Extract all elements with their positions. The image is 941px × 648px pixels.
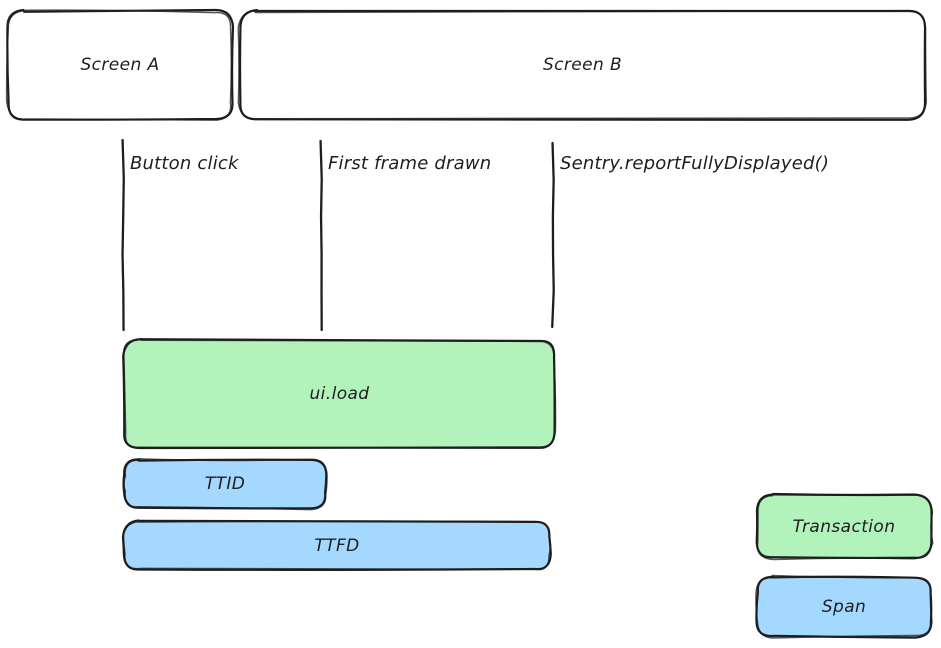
node-label: Transaction (792, 516, 896, 537)
bar-ui-load[interactable]: ui.load (122, 338, 557, 450)
node-label: TTID (204, 474, 246, 494)
node-label: Screen A (80, 55, 160, 75)
timeline-marker-report-fully-displayed[interactable] (549, 141, 559, 329)
node-label: TTFD (314, 535, 360, 556)
bar-ttid[interactable]: TTID (122, 458, 328, 511)
legend-item-span[interactable]: Span (755, 574, 933, 639)
timeline-marker-label: First frame drawn (328, 153, 492, 174)
node-label: ui.load (309, 384, 370, 404)
timeline-marker-button-click[interactable] (119, 138, 129, 332)
node-label: Screen B (542, 55, 623, 75)
timeline-marker-first-frame-drawn[interactable] (317, 139, 327, 332)
legend-item-transaction[interactable]: Transaction (755, 492, 934, 561)
screen-frame-a[interactable]: Screen A (5, 8, 235, 121)
timeline-marker-label: Button click (130, 153, 239, 174)
bar-ttfd[interactable]: TTFD (121, 519, 552, 571)
node-label: Span (821, 597, 867, 617)
screen-frame-b[interactable]: Screen B (237, 9, 927, 121)
timeline-marker-label: Sentry.reportFullyDisplayed() (560, 153, 830, 174)
